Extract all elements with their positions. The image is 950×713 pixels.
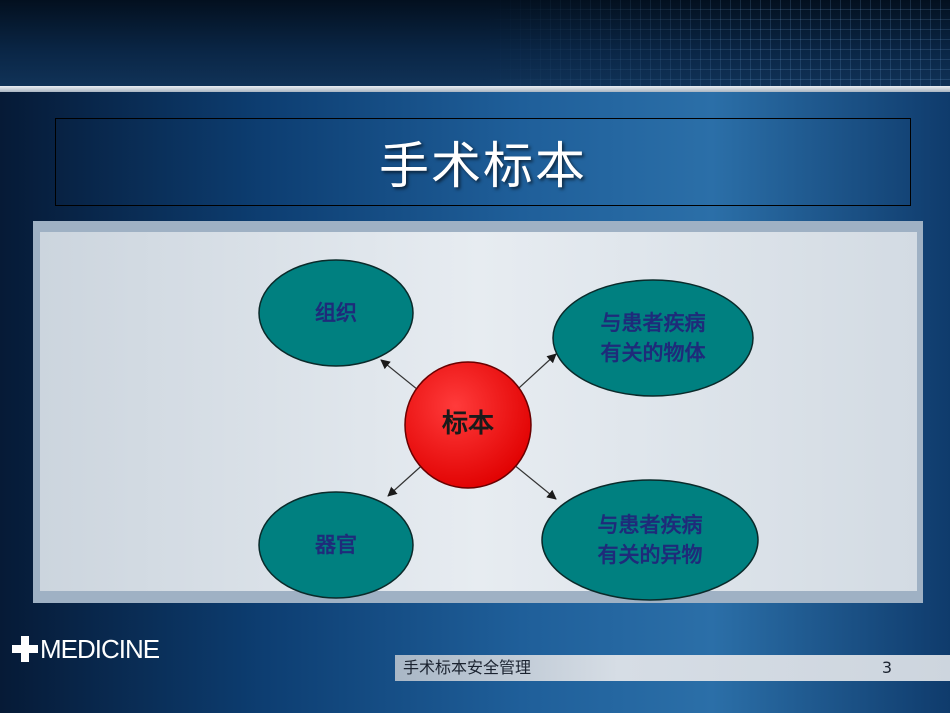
node-label-organ: 器官: [315, 533, 357, 557]
node-foreign-body: [541, 479, 759, 601]
title-box: 手术标本: [55, 118, 911, 206]
node-related-object: [552, 279, 754, 397]
logo-text: MEDICINE: [40, 633, 160, 664]
header-grid-pattern: [480, 0, 950, 86]
node-organ: [258, 491, 414, 599]
footer-bar: [395, 655, 950, 681]
node-label-foreign-body: 与患者疾病 有关的异物: [597, 513, 703, 567]
node-label-tissue: 组织: [315, 301, 357, 325]
slide-title: 手术标本: [379, 137, 587, 195]
header-divider: [0, 86, 950, 92]
header-band: [0, 0, 950, 86]
footer-title: 手术标本安全管理: [403, 658, 532, 677]
page-number: 3: [881, 658, 893, 677]
center-label-specimen: 标本: [441, 409, 494, 439]
node-tissue: [258, 259, 414, 367]
node-specimen-center: [404, 361, 532, 489]
node-label-related-object: 与患者疾病 有关的物体: [600, 311, 706, 365]
medicine-logo: MEDICINE: [12, 633, 160, 664]
medical-cross-icon: [12, 636, 38, 662]
